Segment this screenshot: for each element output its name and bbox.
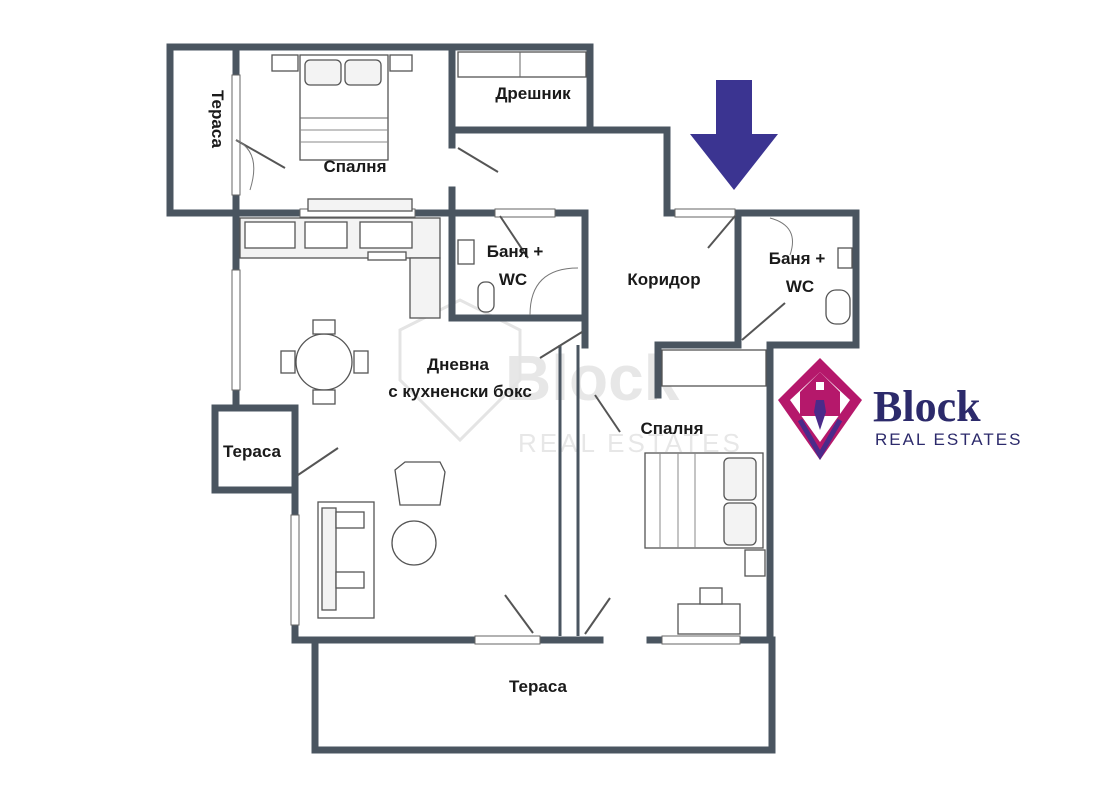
kitchen-counter [239, 217, 441, 319]
doors [235, 139, 793, 635]
watermark-text: Block [505, 342, 680, 414]
down-arrow-icon [690, 80, 778, 190]
label-terrace-bottom: Тераса [509, 677, 567, 696]
label-living-line2: с кухненски бокс [388, 382, 532, 401]
label-bath2-line2: WC [786, 277, 814, 296]
block-logo: Block REAL ESTATES [778, 358, 1022, 461]
watermark-logo-icon [398, 298, 522, 443]
label-corridor: Коридор [627, 270, 700, 289]
label-living-line1: Дневна [427, 355, 490, 374]
bath1-fixtures [457, 239, 495, 313]
label-bath1-line1: Баня + [487, 242, 544, 261]
living-furniture [317, 461, 446, 619]
label-bedroom-bottom: Спалня [641, 419, 704, 438]
bed-bottom [644, 349, 767, 635]
label-bedroom-top: Спалня [324, 157, 387, 176]
dining-table [280, 319, 369, 405]
label-dressing: Дрешник [495, 84, 571, 103]
wardrobe [457, 51, 587, 78]
logo-tagline: REAL ESTATES [875, 430, 1022, 449]
watermark: Block REAL ESTATES [398, 298, 740, 458]
windows [231, 74, 741, 645]
bath2-fixtures [825, 247, 853, 325]
label-bath2-line1: Баня + [769, 249, 826, 268]
label-terrace-mid: Тераса [223, 442, 281, 461]
label-terrace-top: Тераса [208, 90, 227, 148]
logo-brand: Block [873, 382, 981, 431]
bed-top [271, 54, 413, 212]
label-bath1-line2: WC [499, 270, 527, 289]
house-logo-icon [778, 358, 862, 461]
